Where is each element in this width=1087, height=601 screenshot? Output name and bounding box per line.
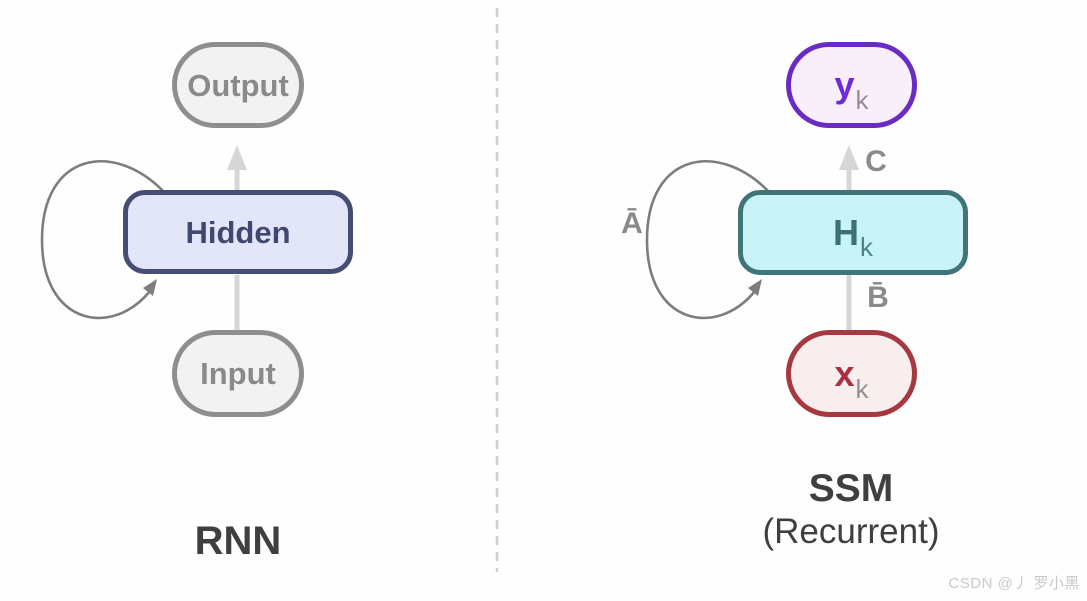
ssm-caption-line1: SSM: [808, 467, 894, 510]
ssm-up-arrow-icon: [839, 145, 859, 170]
output-node-label: Output: [187, 67, 289, 103]
yk-node-label: y: [834, 64, 855, 105]
hidden-node-label: Hidden: [185, 214, 291, 250]
ssm-loop-arrow-icon: [748, 279, 762, 296]
ssm-caption: SSM (Recurrent): [721, 467, 981, 552]
xk-node-subscript: k: [855, 376, 869, 405]
hk-node-label: H: [833, 211, 860, 253]
yk-node-subscript: k: [855, 87, 869, 116]
xk-node-label: x: [834, 352, 855, 394]
ssm-recurrent-loop: [645, 160, 771, 320]
rnn-up-arrow-icon: [227, 145, 247, 170]
rnn-loop-arrow-icon: [143, 279, 157, 296]
edge-label-a-bar: Ā: [621, 207, 643, 240]
watermark: CSDN @丿 罗小黑: [948, 575, 1080, 592]
rnn-caption: RNN: [194, 519, 282, 563]
rnn-recurrent-loop: [40, 160, 166, 320]
output-node: Output: [172, 42, 304, 128]
hk-node-subscript: k: [860, 234, 873, 263]
ssm-caption-line2: (Recurrent): [762, 511, 940, 551]
input-node-label: Input: [200, 356, 276, 391]
edge-label-c: C: [865, 145, 887, 178]
edge-label-b-bar: B̄: [867, 281, 889, 314]
input-node: Input: [172, 330, 304, 417]
hidden-node: Hidden: [123, 190, 353, 274]
